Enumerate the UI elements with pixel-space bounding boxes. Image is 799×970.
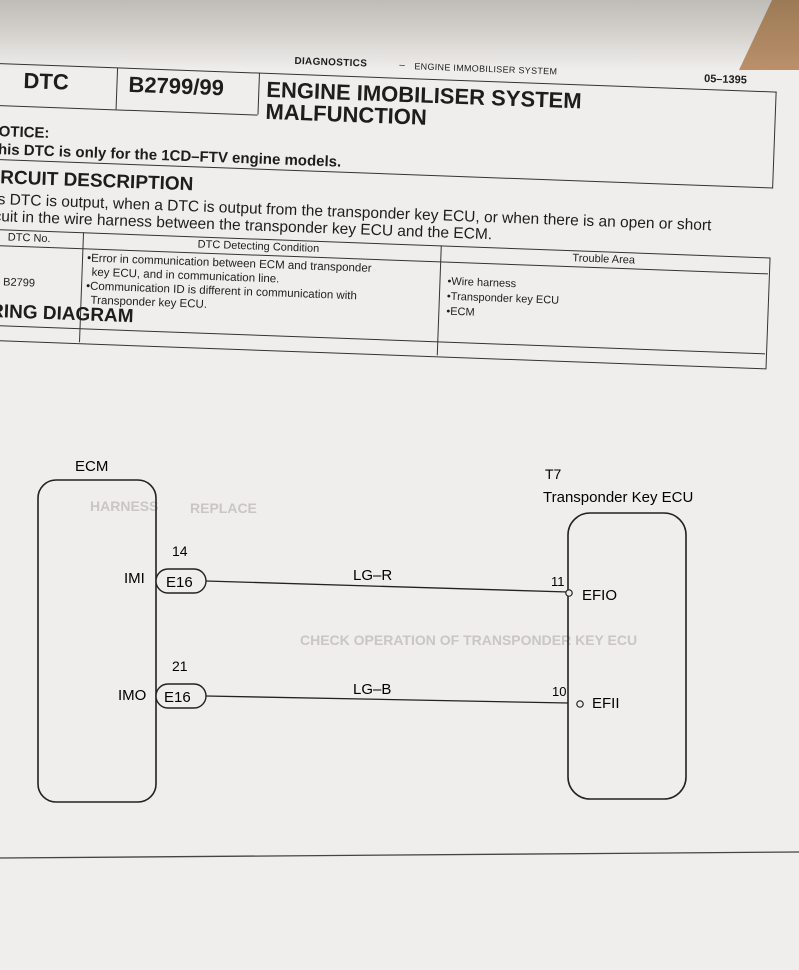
- page-bottom-rule: [0, 851, 799, 859]
- wire1-color: LG–R: [353, 567, 392, 584]
- bleed-text: CHECK OPERATION OF TRANSPONDER KEY ECU: [300, 632, 638, 648]
- bleed-text: REPLACE: [190, 500, 257, 516]
- wire2-pin-right: 10: [552, 684, 566, 699]
- wire2-signal-left: IMO: [118, 687, 146, 704]
- wire1-pin-right: 11: [551, 574, 565, 589]
- wire1-connector-label: E16: [166, 574, 193, 591]
- transponder-ecu-box: [567, 512, 687, 800]
- page-shadow: [0, 0, 799, 70]
- wire2-terminal: [576, 700, 584, 708]
- wire1-signal-left: IMI: [124, 570, 145, 587]
- wire2-line: [205, 695, 569, 704]
- wire1-line: [205, 580, 569, 593]
- wire2-color: LG–B: [353, 681, 391, 698]
- ecu-label: Transponder Key ECU: [543, 489, 693, 506]
- wire1-signal-right: EFIO: [582, 587, 617, 604]
- wiring-diagram: ECM T7 Transponder Key ECU 14 IMI E16 LG…: [0, 458, 799, 859]
- bleed-text: HARNESS: [90, 498, 159, 514]
- wire1-terminal: [565, 589, 573, 597]
- ecu-code: T7: [545, 466, 562, 482]
- ecm-label: ECM: [75, 458, 108, 475]
- ecm-box: [37, 479, 157, 803]
- wire2-signal-right: EFII: [592, 695, 620, 712]
- wire2-pin-left: 21: [172, 658, 188, 674]
- wire1-pin-left: 14: [172, 543, 188, 559]
- wire2-connector-label: E16: [164, 689, 191, 706]
